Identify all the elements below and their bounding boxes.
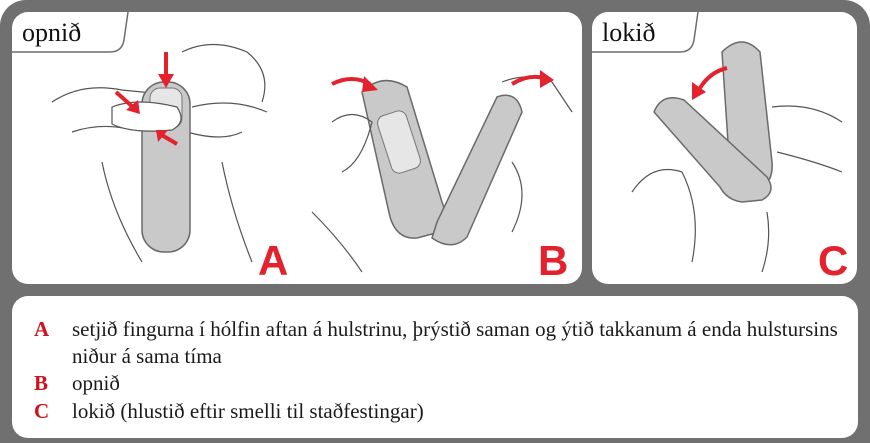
legend-text: lokið (hlustið eftir smelli til staðfest… xyxy=(72,398,842,425)
legend-text: opnið xyxy=(72,370,842,397)
legend-key: A xyxy=(34,316,72,343)
step-letter-c: C xyxy=(818,240,848,282)
closing-panel: lokið C xyxy=(592,12,857,284)
step-letter-a: A xyxy=(258,240,288,282)
illustration-b xyxy=(12,12,582,284)
legend-key: C xyxy=(34,398,72,425)
device-base xyxy=(432,95,522,244)
step-letter-b: B xyxy=(538,240,568,282)
legend-text: setjið fingurna í hólfin aftan á hulstri… xyxy=(72,316,842,370)
legend-key: B xyxy=(34,370,72,397)
opening-panel: opnið xyxy=(12,12,582,284)
